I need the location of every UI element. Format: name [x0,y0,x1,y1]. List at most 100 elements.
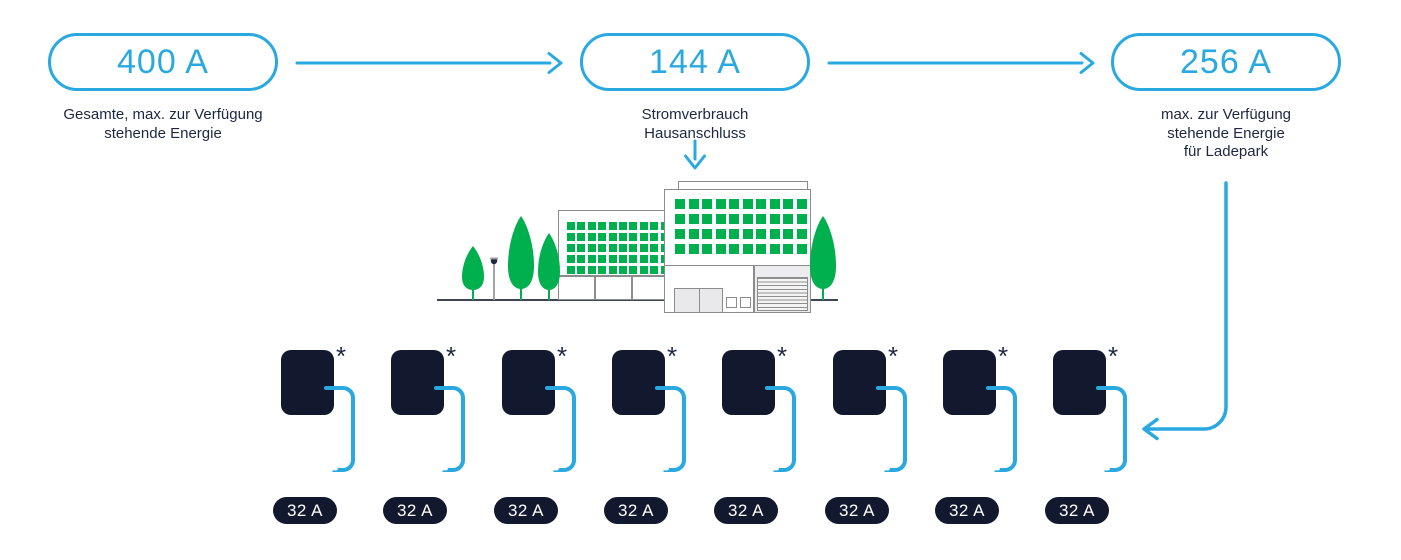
green-window [608,266,617,274]
green-window [675,214,685,224]
green-window [650,255,659,263]
green-window [769,229,780,239]
green-window [587,266,596,274]
node-pill-total-energy: 400 A [48,33,278,91]
green-window [598,222,607,230]
car-icon [939,443,1001,491]
green-window [629,255,638,263]
green-window [729,214,739,224]
charger-unit: * 32 A [604,341,704,530]
charger-current-badge: 32 A [273,497,337,524]
green-window [715,214,726,224]
charging-cable [986,386,1017,472]
car-icon [829,443,891,491]
green-window [587,233,596,241]
footnote-asterisk: * [336,341,347,371]
green-window [618,244,627,252]
charger-current-badge: 32 A [604,497,668,524]
facade-divider [594,275,596,299]
green-window [618,233,627,241]
charger-current-badge: 32 A [494,497,558,524]
green-window [608,244,617,252]
charger-current-badge: 32 A [714,497,778,524]
car-icon [608,443,670,491]
charger-unit: * 32 A [273,341,373,530]
green-window [756,199,766,209]
green-window [729,229,739,239]
green-window [577,222,586,230]
green-window [702,214,712,224]
green-window [598,233,607,241]
charger-current-badge: 32 A [935,497,999,524]
label-line: max. zur Verfügung [1160,106,1292,123]
green-window [675,229,685,239]
green-window [702,199,712,209]
green-window [769,244,780,254]
charging-cable [876,386,907,472]
green-window [650,244,659,252]
car-icon [1049,443,1111,491]
green-window [598,244,607,252]
green-window [629,266,638,274]
green-window [796,199,807,209]
car-icon [277,443,339,491]
floor-divider [665,264,810,266]
green-window [796,229,807,239]
car-icon [387,443,449,491]
green-window [675,244,685,254]
node-pill-house-consumption: 144 A [580,33,810,91]
wallbox-icon [943,350,996,415]
floor-divider [559,275,665,277]
label-line: stehende Energie [1167,124,1285,142]
green-window [618,266,627,274]
label-line: Gesamte, max. zur Verfügung [63,106,263,123]
charger-current-badge: 32 A [1045,497,1109,524]
entry-door [674,288,723,313]
charger-unit: * 32 A [935,341,1035,530]
garage-door [757,277,808,311]
node-label-total-energy: Gesamte, max. zur Verfügung stehende Ene… [13,106,313,143]
footnote-asterisk: * [888,341,899,371]
window-grid [675,199,807,254]
facade-divider [631,275,633,299]
green-window [650,233,659,241]
charging-cable [765,386,796,472]
charging-cable [655,386,686,472]
green-window [577,233,586,241]
green-window [618,255,627,263]
wallbox-icon [833,350,886,415]
label-line: Hausanschluss [644,124,746,142]
green-window [742,199,753,209]
car-icon [498,443,560,491]
footnote-asterisk: * [1108,341,1119,371]
charging-cable [1096,386,1127,472]
green-window [587,222,596,230]
green-window [783,199,793,209]
green-window [742,229,753,239]
charging-cable [545,386,576,472]
wallbox-icon [502,350,555,415]
green-window [688,199,699,209]
green-window [729,199,739,209]
green-window [702,229,712,239]
green-window [639,266,648,274]
green-window [629,244,638,252]
charging-cable [434,386,465,472]
node-pill-ladepark-energy: 256 A [1111,33,1341,91]
building-main [664,189,811,313]
green-window [796,244,807,254]
building-left-wing [558,210,669,300]
charger-unit: * 32 A [494,341,594,530]
green-window [577,244,586,252]
green-window [567,233,575,241]
footnote-asterisk: * [777,341,788,371]
footnote-asterisk: * [446,341,457,371]
green-window [639,255,648,263]
ground-line [437,299,838,301]
green-window [702,244,712,254]
footnote-asterisk: * [998,341,1009,371]
green-window [715,244,726,254]
green-window [567,244,575,252]
green-window [567,255,575,263]
